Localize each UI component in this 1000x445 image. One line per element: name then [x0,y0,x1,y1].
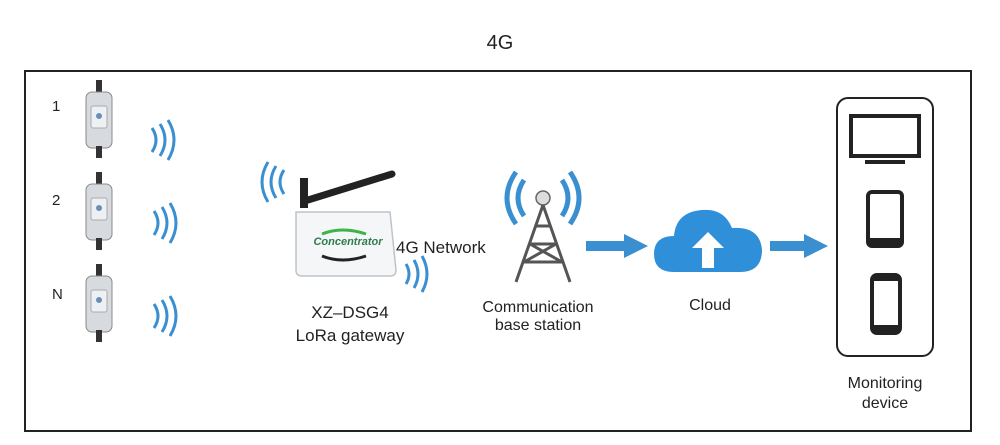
arrow-right-icon [770,234,828,258]
cloud-upload-icon [654,209,762,272]
monitor-icon [849,114,921,164]
monitoring-caption-line2: device [861,395,909,412]
base-station-caption-line2: base station [494,317,582,334]
network-label: 4G Network [396,238,486,257]
smartphone-icon [870,273,902,335]
sensor-label-1: 1 [52,98,61,115]
arrow-right-icon [586,234,648,258]
gateway-waves-out-icon [404,255,429,293]
wireless-waves-icon-2 [152,202,178,244]
sensor-device-icon-1 [85,80,113,158]
monitoring-caption-line1: Monitoring [847,375,923,392]
lora-gateway-icon [295,170,397,277]
wireless-waves-icon-n [152,295,178,337]
gateway-waves-in-icon [260,161,286,203]
diagram-title: 4G [486,32,514,54]
base-station-caption-line1: Communication [482,299,594,316]
base-station-tower-icon [504,170,582,283]
tablet-icon [866,190,904,248]
gateway-model-label: XZ–DSG4 [311,303,389,322]
monitoring-devices-panel [836,97,934,357]
sensor-label-2: 2 [52,192,61,209]
wireless-waves-icon-1 [150,119,176,161]
gateway-caption: LoRa gateway [295,326,405,345]
sensor-label-n: N [52,286,63,303]
diagram-frame [24,70,972,432]
sensor-device-icon-2 [85,172,113,250]
gateway-brand-text: Concentrator [313,236,383,248]
sensor-device-icon-n [85,264,113,342]
cloud-caption: Cloud [689,297,731,314]
